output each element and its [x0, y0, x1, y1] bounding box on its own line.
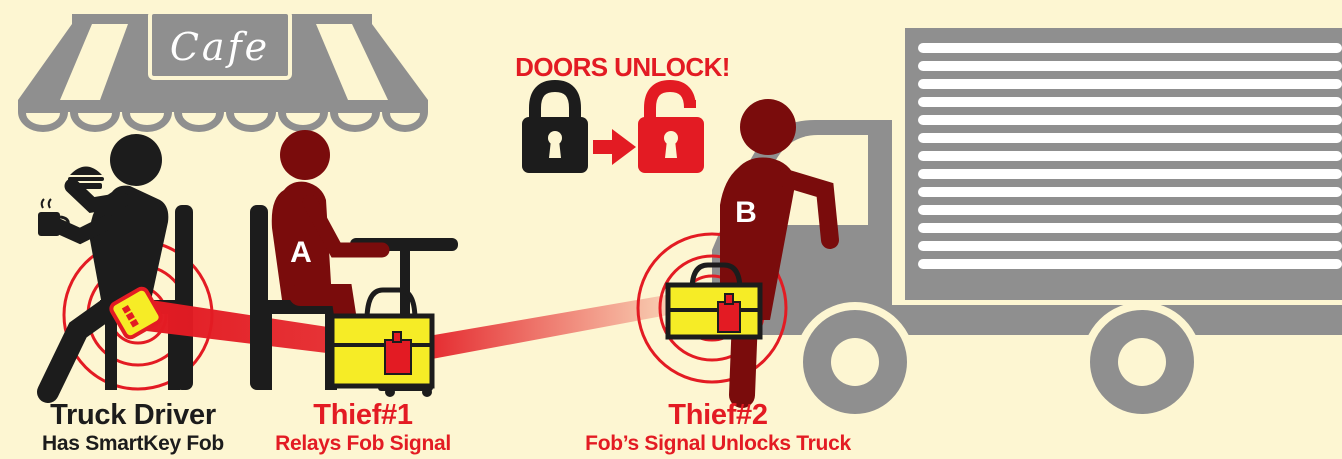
arrow-right-icon — [593, 129, 636, 165]
coffee-cup-icon — [38, 199, 68, 236]
badge-b: B — [735, 196, 757, 229]
truck-bumper — [700, 305, 1342, 335]
caption-driver-title: Truck Driver — [18, 401, 248, 430]
caption-truck-driver: Truck Driver Has SmartKey Fob — [18, 401, 248, 454]
caption-thief2-subtitle: Fob’s Signal Unlocks Truck — [558, 433, 878, 454]
doors-unlock-headline: DOORS UNLOCK! — [505, 52, 740, 83]
cafe-sign: Cafe — [150, 12, 290, 78]
cafe-sign-text: Cafe — [170, 25, 270, 69]
caption-thief1: Thief#1 Relays Fob Signal — [258, 401, 468, 454]
caption-thief1-title: Thief#1 — [258, 401, 468, 430]
caption-thief2-title: Thief#2 — [558, 401, 878, 430]
caption-thief2: Thief#2 Fob’s Signal Unlocks Truck — [558, 401, 878, 454]
caption-thief1-subtitle: Relays Fob Signal — [258, 433, 468, 454]
truck-cargo-box — [905, 28, 1342, 300]
badge-a: A — [290, 236, 312, 269]
truck — [700, 28, 1342, 418]
truck-rear-wheel — [1086, 306, 1198, 418]
burger-icon — [68, 167, 104, 190]
unlocked-padlock-icon — [638, 86, 704, 173]
locked-padlock-icon — [522, 86, 588, 173]
caption-driver-subtitle: Has SmartKey Fob — [18, 433, 248, 454]
